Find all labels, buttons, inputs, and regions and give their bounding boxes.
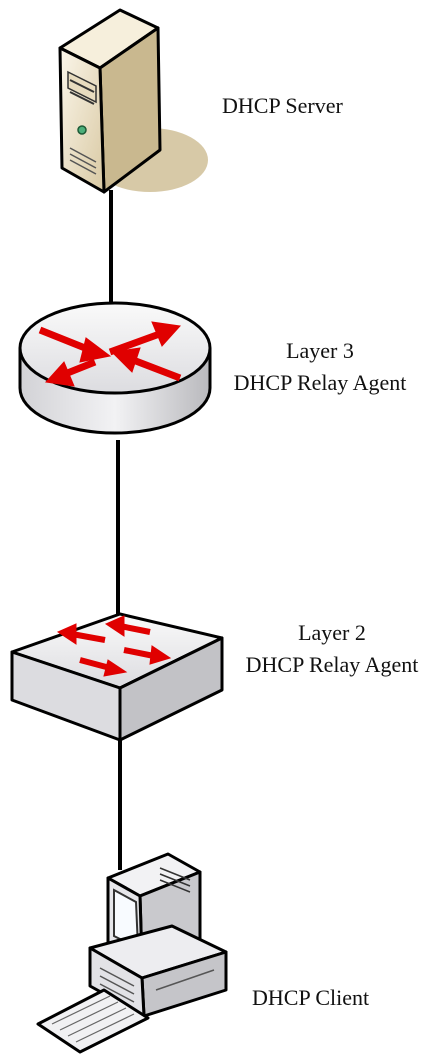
switch-icon (10, 612, 224, 742)
keyboard-icon (36, 988, 150, 1054)
client-label: DHCP Client (252, 985, 369, 1010)
client-computer-icon (36, 852, 228, 1054)
l2-label-line-2: DHCP Relay Agent (246, 652, 419, 677)
server-label-line: DHCP Server (222, 93, 343, 118)
server-label: DHCP Server (222, 93, 343, 118)
server-icon (58, 8, 208, 194)
l3-label-line-1: Layer 3 (286, 338, 354, 363)
l2-label-line-1: Layer 2 (298, 620, 366, 645)
client-label-line: DHCP Client (252, 985, 369, 1010)
switch-arrows-icon (56, 615, 172, 677)
connections (109, 190, 122, 870)
router-arrows-icon (38, 321, 182, 387)
l3-label-line-2: DHCP Relay Agent (234, 370, 407, 395)
l3-label: Layer 3 DHCP Relay Agent (234, 338, 407, 395)
l2-label: Layer 2 DHCP Relay Agent (246, 620, 419, 677)
router-icon (18, 301, 212, 435)
